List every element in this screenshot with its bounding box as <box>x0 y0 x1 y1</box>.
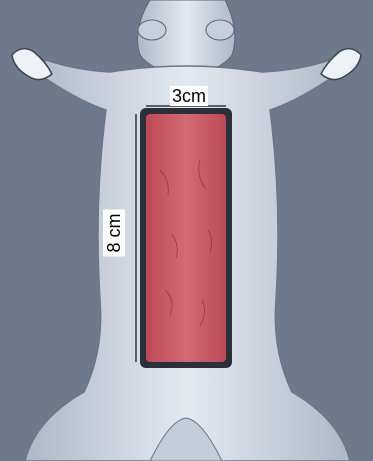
width-label: 3cm <box>170 86 208 106</box>
height-label: 8 cm <box>103 209 125 256</box>
left-ear <box>138 20 166 40</box>
right-ear <box>206 20 234 40</box>
skin-patch <box>146 114 226 362</box>
